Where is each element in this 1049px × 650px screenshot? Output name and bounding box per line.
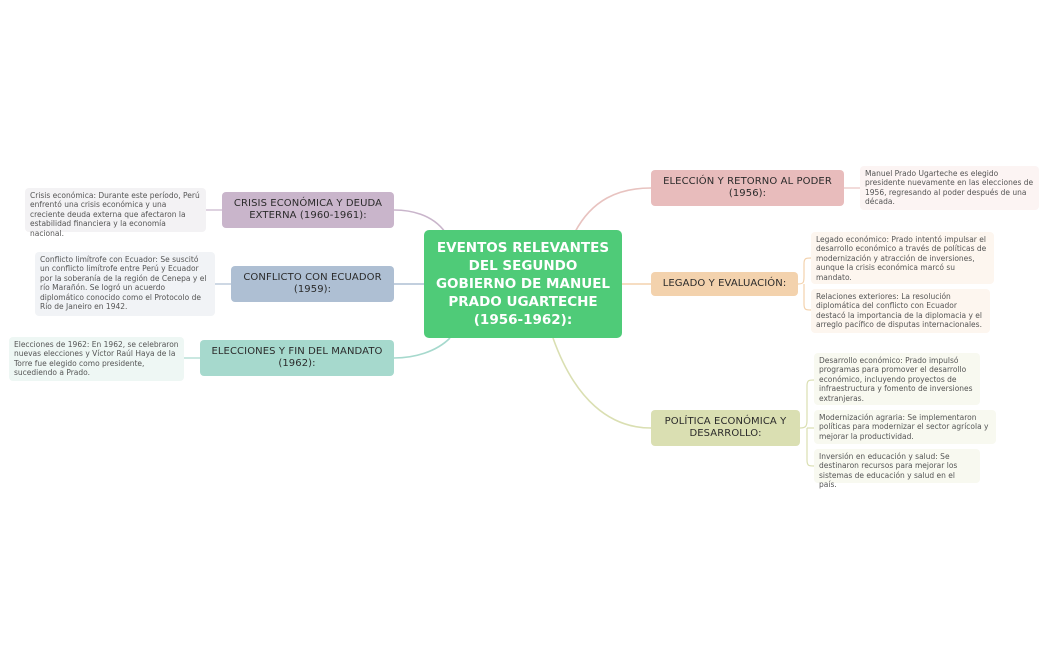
subtopic-educacion-salud[interactable]: Inversión en educación y salud: Se desti… xyxy=(814,449,980,489)
subtopic-text: Inversión en educación y salud: Se desti… xyxy=(819,452,958,490)
subtopic-relaciones-exteriores[interactable]: Relaciones exteriores: La resolución dip… xyxy=(811,289,990,333)
topic-legado-label: LEGADO Y EVALUACIÓN: xyxy=(662,277,787,289)
topic-eleccion[interactable]: ELECCIÓN Y RETORNO AL PODER (1956): xyxy=(651,170,844,206)
subtopic-modernizacion-agraria[interactable]: Modernización agraria: Se implementaron … xyxy=(814,410,996,444)
topic-elecciones[interactable]: ELECCIONES Y FIN DEL MANDATO (1962): xyxy=(200,340,394,376)
topic-crisis-label: CRISIS ECONÓMICA Y DEUDA EXTERNA (1960-1… xyxy=(233,197,383,222)
subtopic-text: Desarrollo económico: Prado impulsó prog… xyxy=(819,356,973,403)
subtopic-text: Crisis económica: Durante este período, … xyxy=(30,191,200,238)
topic-crisis[interactable]: CRISIS ECONÓMICA Y DEUDA EXTERNA (1960-1… xyxy=(222,192,394,228)
central-topic-label: EVENTOS RELEVANTES DEL SEGUNDO GOBIERNO … xyxy=(435,240,611,328)
topic-ecuador[interactable]: CONFLICTO CON ECUADOR (1959): xyxy=(231,266,394,302)
subtopic-text: Elecciones de 1962: En 1962, se celebrar… xyxy=(14,340,179,378)
subtopic-desarrollo-economico[interactable]: Desarrollo económico: Prado impulsó prog… xyxy=(814,353,980,405)
connector-legado-leaves xyxy=(797,257,812,311)
connector-eleccion xyxy=(574,187,652,233)
subtopic-text: Manuel Prado Ugarteche es elegido presid… xyxy=(865,169,1034,207)
central-topic[interactable]: EVENTOS RELEVANTES DEL SEGUNDO GOBIERNO … xyxy=(424,230,622,338)
connector-politica xyxy=(552,337,652,429)
subtopic-text: Modernización agraria: Se implementaron … xyxy=(819,413,989,441)
connector-elecciones xyxy=(393,337,451,359)
subtopic-conflicto-limitrofe[interactable]: Conflicto limítrofe con Ecuador: Se susc… xyxy=(35,252,215,316)
topic-eleccion-label: ELECCIÓN Y RETORNO AL PODER (1956): xyxy=(663,175,832,200)
topic-ecuador-label: CONFLICTO CON ECUADOR (1959): xyxy=(243,271,382,296)
connector-politica-leaves xyxy=(799,379,815,467)
topic-politica-label: POLÍTICA ECONÓMICA Y DESARROLLO: xyxy=(664,415,787,440)
subtopic-elecciones-1962[interactable]: Elecciones de 1962: En 1962, se celebrar… xyxy=(9,337,184,381)
connector-crisis xyxy=(393,209,446,233)
subtopic-eleccion-1956[interactable]: Manuel Prado Ugarteche es elegido presid… xyxy=(860,166,1039,210)
topic-legado[interactable]: LEGADO Y EVALUACIÓN: xyxy=(651,272,798,296)
subtopic-legado-economico[interactable]: Legado económico: Prado intentó impulsar… xyxy=(811,232,994,284)
subtopic-text: Conflicto limítrofe con Ecuador: Se susc… xyxy=(40,255,207,312)
topic-politica[interactable]: POLÍTICA ECONÓMICA Y DESARROLLO: xyxy=(651,410,800,446)
subtopic-text: Legado económico: Prado intentó impulsar… xyxy=(816,235,987,282)
subtopic-text: Relaciones exteriores: La resolución dip… xyxy=(816,292,982,330)
subtopic-crisis-economica[interactable]: Crisis económica: Durante este período, … xyxy=(25,188,206,238)
topic-elecciones-label: ELECCIONES Y FIN DEL MANDATO (1962): xyxy=(211,345,383,370)
